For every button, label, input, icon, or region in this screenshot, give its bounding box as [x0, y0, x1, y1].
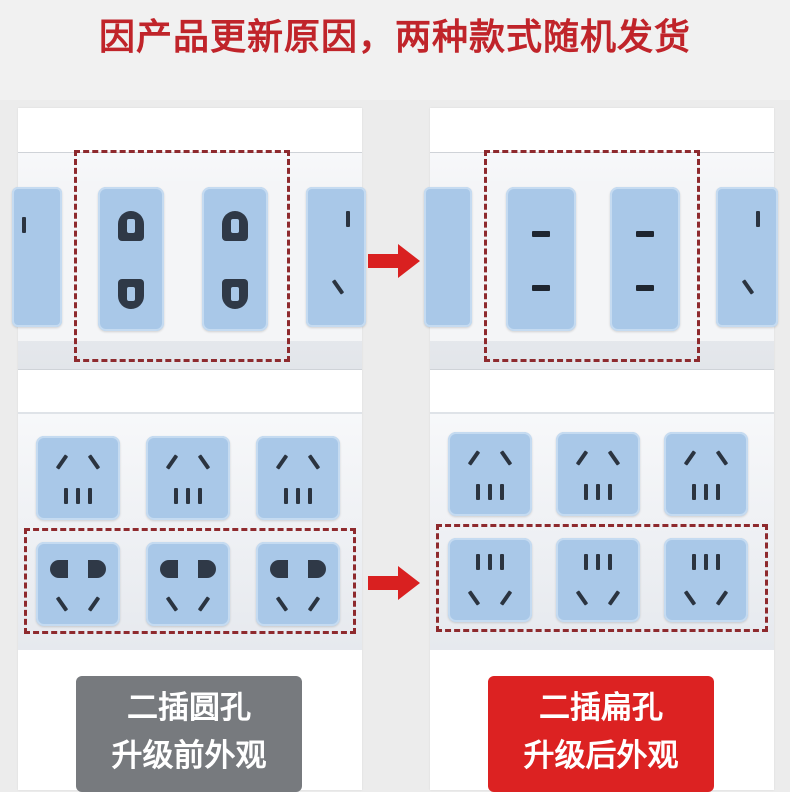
- banner-title: 因产品更新原因，两种款式随机发货: [98, 17, 691, 58]
- three-pin-socket-icon: [448, 432, 532, 516]
- title-banner: 因产品更新原因，两种款式随机发货: [0, 0, 790, 100]
- partial-socket: [306, 187, 366, 327]
- three-pin-socket-icon: [556, 432, 640, 516]
- partial-socket: [716, 187, 778, 327]
- label-before-line1: 二插圆孔: [127, 690, 251, 726]
- two-pin-strip-after: [424, 152, 778, 370]
- label-after-line1: 二插扁孔: [539, 690, 663, 726]
- combo-socket-round-icon: [146, 542, 230, 626]
- right-arrow-icon: [368, 244, 420, 278]
- three-pin-socket-icon: [664, 432, 748, 516]
- label-after-line2: 升级后外观: [523, 738, 679, 774]
- panel-after: 二插扁孔 升级后外观: [424, 108, 778, 792]
- three-pin-socket-icon: [256, 436, 340, 520]
- flat-hole-socket-icon: [506, 187, 576, 331]
- combo-socket-flat-icon: [556, 538, 640, 622]
- panel-before: 二插圆孔 升级前外观: [12, 108, 366, 792]
- combo-socket-flat-icon: [448, 538, 532, 622]
- round-hole-socket-icon: [98, 187, 164, 331]
- flat-hole-socket-icon: [610, 187, 680, 331]
- partial-socket: [424, 187, 472, 327]
- partial-socket: [12, 187, 62, 327]
- highlight-box-top: [484, 150, 700, 362]
- highlight-box-top: [74, 150, 290, 362]
- label-after: 二插扁孔 升级后外观: [488, 676, 714, 792]
- round-hole-socket-icon: [202, 187, 268, 331]
- combo-socket-flat-icon: [664, 538, 748, 622]
- highlight-box-bottom: [436, 524, 768, 632]
- multi-socket-strip-after: [430, 412, 774, 650]
- combo-socket-round-icon: [256, 542, 340, 626]
- right-arrow-icon: [368, 566, 420, 600]
- highlight-box-bottom: [24, 528, 356, 634]
- three-pin-socket-icon: [146, 436, 230, 520]
- combo-socket-round-icon: [36, 542, 120, 626]
- label-before-line2: 升级前外观: [111, 738, 267, 774]
- multi-socket-strip-before: [18, 412, 362, 650]
- three-pin-socket-icon: [36, 436, 120, 520]
- label-before: 二插圆孔 升级前外观: [76, 676, 302, 792]
